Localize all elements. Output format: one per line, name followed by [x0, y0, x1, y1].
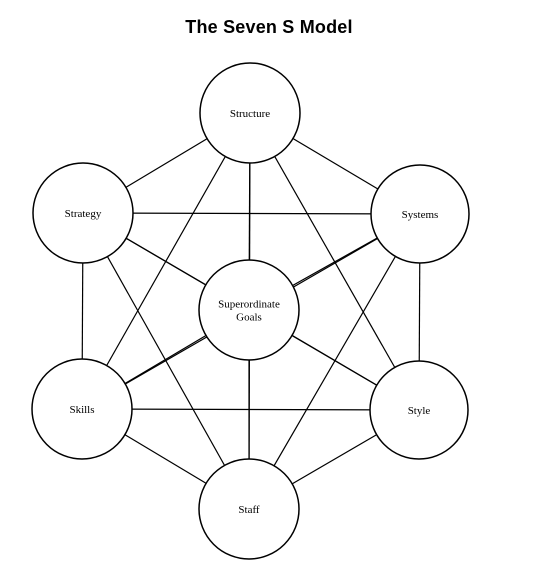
node-systems: Systems — [370, 164, 470, 264]
diagram-title: The Seven S Model — [185, 17, 353, 37]
node-circle-superordinate-goals — [198, 259, 300, 361]
node-structure: Structure — [199, 62, 301, 164]
node-circle-skills — [31, 358, 133, 460]
node-circle-strategy — [32, 162, 134, 264]
node-skills: Skills — [31, 358, 133, 460]
node-circle-systems — [370, 164, 470, 264]
node-label-strategy: Strategy — [65, 208, 102, 220]
node-label-style: Style — [408, 405, 431, 417]
node-label-staff: Staff — [238, 504, 260, 516]
node-staff: Staff — [198, 458, 300, 560]
node-label-skills: Skills — [69, 404, 94, 416]
node-label-superordinate-goals-1: Superordinate — [218, 299, 280, 311]
connector-systems-staff — [248, 213, 421, 510]
node-label-structure: Structure — [230, 108, 270, 120]
node-circle-structure — [199, 62, 301, 164]
node-circle-style — [369, 360, 469, 460]
node-style: Style — [369, 360, 469, 460]
connector-skills-style — [81, 408, 420, 411]
node-circle-staff — [198, 458, 300, 560]
node-label-superordinate-goals-2: Goals — [236, 312, 262, 324]
node-label-systems: Systems — [402, 209, 439, 221]
connector-strategy-systems — [82, 212, 421, 215]
node-strategy: Strategy — [32, 162, 134, 264]
